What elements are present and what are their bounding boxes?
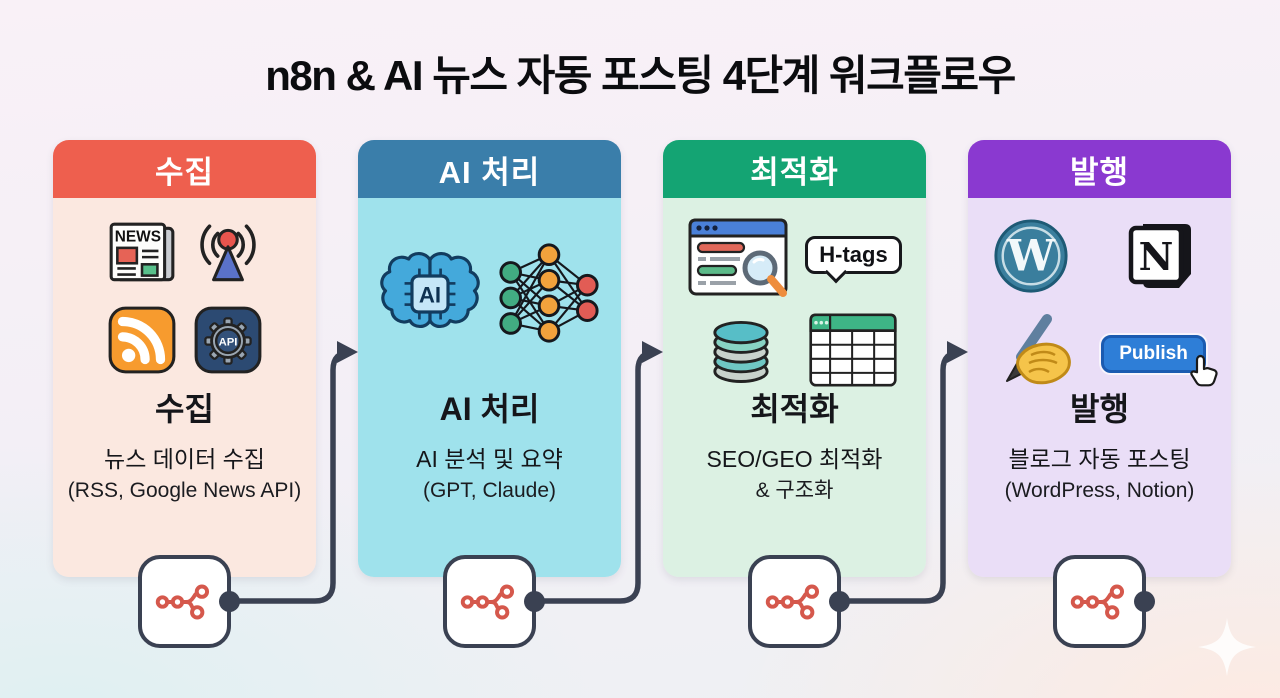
connector-dot bbox=[1134, 591, 1155, 612]
step-title: AI 처리 bbox=[439, 391, 540, 427]
step-card-optimize: 최적화 bbox=[663, 140, 926, 577]
step-desc: SEO/GEO 최적화 bbox=[706, 446, 883, 472]
neural-network-icon bbox=[495, 239, 603, 354]
step-desc-detail: & 구조화 bbox=[755, 479, 834, 502]
step-title: 최적화 bbox=[750, 391, 839, 427]
step-card-collect: 수집 NEWS bbox=[53, 140, 316, 577]
step-title: 발행 bbox=[1070, 391, 1129, 427]
step-desc-detail: (WordPress, Notion) bbox=[1004, 479, 1195, 502]
svg-text:N: N bbox=[1138, 234, 1173, 279]
svg-text:NEWS: NEWS bbox=[114, 229, 160, 246]
n8n-logo-icon bbox=[155, 584, 209, 619]
table-icon bbox=[806, 313, 900, 392]
step-desc: 뉴스 데이터 수집 bbox=[104, 446, 265, 472]
svg-text:API: API bbox=[218, 337, 237, 349]
step-header-collect: 수집 bbox=[53, 140, 316, 198]
seo-browser-icon bbox=[687, 216, 795, 307]
ai-brain-icon: AI bbox=[377, 241, 483, 352]
h-tags-bubble: H-tags bbox=[805, 235, 902, 274]
step-card-ai-process: AI 처리 AI bbox=[358, 140, 621, 577]
n8n-node-1 bbox=[138, 555, 240, 648]
n8n-node-4 bbox=[1053, 555, 1155, 648]
wordpress-icon: W bbox=[992, 217, 1070, 300]
page-title: n8n & AI 뉴스 자동 포스팅 4단계 워크플로우 bbox=[265, 52, 1016, 99]
step-header-ai-process: AI 처리 bbox=[358, 140, 621, 198]
step-title: 수집 bbox=[155, 391, 214, 427]
connector-dot bbox=[829, 591, 850, 612]
n8n-logo-icon bbox=[765, 584, 819, 619]
step-desc-detail: (GPT, Claude) bbox=[422, 479, 557, 502]
broadcast-antenna-icon bbox=[191, 216, 265, 295]
rss-icon bbox=[105, 303, 179, 382]
step-card-publish: 발행 W N bbox=[968, 140, 1231, 577]
notion-icon: N bbox=[1119, 216, 1199, 301]
writing-hand-icon bbox=[983, 311, 1079, 396]
publish-button: Publish bbox=[1101, 334, 1218, 386]
step-header-optimize: 최적화 bbox=[663, 140, 926, 198]
cursor-hand-icon bbox=[1189, 354, 1219, 394]
n8n-node-3 bbox=[748, 555, 850, 648]
n8n-node-2 bbox=[443, 555, 545, 648]
n8n-logo-icon bbox=[1070, 584, 1124, 619]
connector-dot bbox=[219, 591, 240, 612]
step-header-publish: 발행 bbox=[968, 140, 1231, 198]
svg-text:AI: AI bbox=[418, 282, 440, 307]
sparkle-icon bbox=[1198, 618, 1256, 681]
database-icon bbox=[710, 314, 772, 391]
n8n-logo-icon bbox=[460, 584, 514, 619]
connector-dot bbox=[524, 591, 545, 612]
step-desc: 블로그 자동 포스팅 bbox=[1008, 446, 1191, 472]
api-gear-icon: API bbox=[191, 303, 265, 382]
step-desc-detail: (RSS, Google News API) bbox=[67, 479, 302, 502]
svg-text:W: W bbox=[1006, 232, 1056, 282]
step-desc: AI 분석 및 요약 bbox=[416, 446, 563, 472]
newspaper-icon: NEWS bbox=[105, 216, 179, 295]
